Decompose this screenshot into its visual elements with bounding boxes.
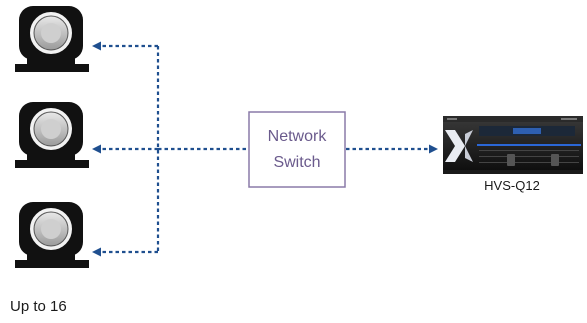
- network-switch-box: [248, 111, 346, 188]
- network-switch: Network Switch: [248, 111, 346, 188]
- camera-3: [15, 202, 89, 268]
- device-label: HVS-Q12: [484, 178, 540, 193]
- camera-2: [15, 102, 89, 168]
- cameras-caption: Up to 16: [10, 298, 67, 315]
- hardware-switcher-icon: [443, 116, 583, 174]
- network-switch-label-line1: Network: [268, 128, 328, 145]
- hvs-device: [443, 116, 583, 174]
- ptz-camera-icon: [15, 6, 89, 72]
- ptz-camera-icon: [15, 102, 89, 168]
- network-switch-label-line2: Switch: [273, 154, 320, 171]
- arrowhead-camera-1: [92, 41, 101, 51]
- arrowhead-camera-2: [92, 144, 101, 154]
- camera-1: [15, 6, 89, 72]
- arrowhead-device: [429, 144, 438, 154]
- arrowhead-camera-3: [92, 247, 101, 257]
- ptz-camera-icon: [15, 202, 89, 268]
